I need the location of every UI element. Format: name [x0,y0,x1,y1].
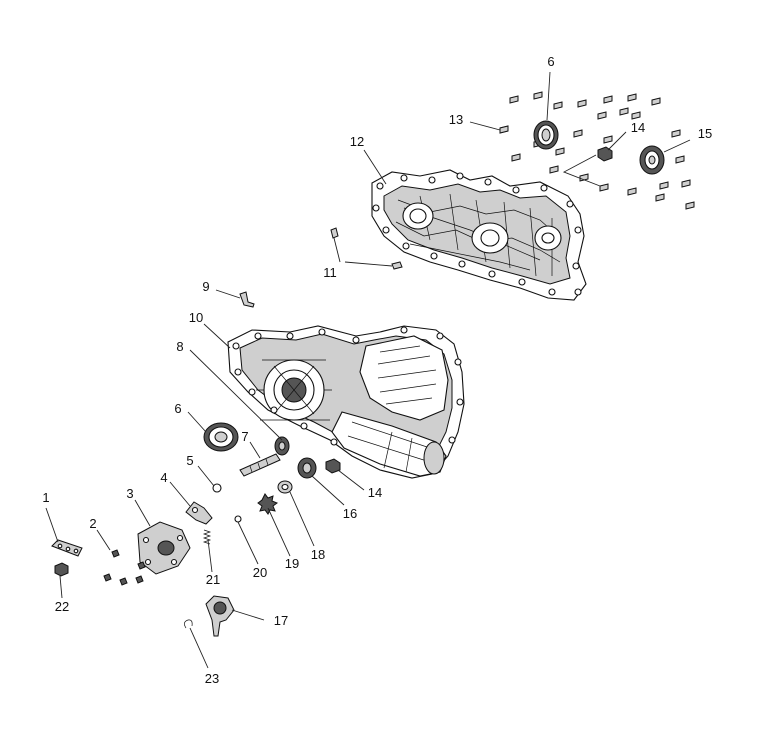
gear-16 [297,457,317,479]
callout-17: 17 [274,613,288,628]
left-case [227,325,465,479]
detent-lever [185,501,213,525]
shift-arm [205,595,235,637]
callout-16: 16 [343,506,357,521]
nut-22 [54,562,69,577]
o-ring-5 [212,483,222,493]
cover-bolts [499,91,695,210]
callout-11: 11 [323,265,337,280]
cover-plate [137,521,191,575]
breather-fitting [239,291,255,308]
callout-13: 13 [449,112,463,127]
oil-seal-top [533,120,559,150]
callout-15: 15 [698,126,712,141]
leader-lines [45,71,691,669]
callout-23: 23 [205,671,219,686]
callout-6-top: 6 [547,54,554,69]
callout-8: 8 [176,339,183,354]
callout-9: 9 [202,279,209,294]
link-plate [51,539,83,557]
screws [103,549,146,586]
callout-1: 1 [42,490,49,505]
star-gear-19 [257,493,279,515]
callout-labels: 1 2 3 4 5 6 6 7 8 9 10 11 12 13 14 14 15… [42,54,712,686]
callout-19: 19 [285,556,299,571]
callout-5: 5 [186,453,193,468]
bolt-13 [499,125,509,134]
washer-18 [277,480,293,494]
drive-gear [274,436,290,456]
clip-23 [184,619,193,629]
callout-10: 10 [189,310,203,325]
callout-7: 7 [241,429,248,444]
callout-14-top: 14 [631,120,645,135]
oil-seal-lower [203,422,239,452]
callout-4: 4 [160,470,167,485]
callout-18: 18 [311,547,325,562]
nut-top [597,146,613,162]
callout-3: 3 [126,486,133,501]
shift-shaft [239,453,281,477]
callout-6-lower: 6 [174,401,181,416]
callout-2: 2 [89,516,96,531]
spring [202,529,212,545]
callout-12: 12 [350,134,364,149]
callout-21: 21 [206,572,220,587]
dowel-pins [330,227,403,270]
callout-22: 22 [55,599,69,614]
right-case-cover [371,169,587,301]
nut-lower [325,458,341,474]
callout-20: 20 [253,565,267,580]
bearing [639,145,665,175]
callout-14-lower: 14 [368,485,382,500]
pin-20 [234,515,242,523]
